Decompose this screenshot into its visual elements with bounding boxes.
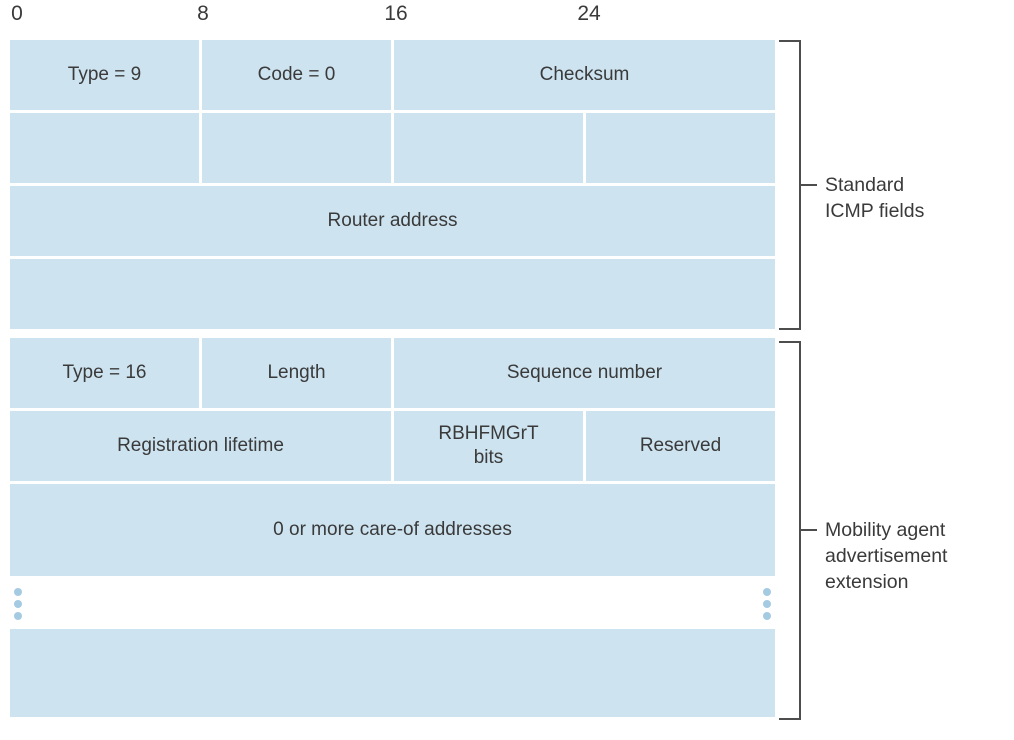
continuation-row — [10, 579, 775, 629]
field-care-of-addresses: 0 or more care-of addresses — [10, 484, 775, 576]
table-row: 0 or more care-of addresses — [10, 484, 775, 576]
table-row: Type = 9 Code = 0 Checksum — [10, 40, 775, 110]
field-length: Length — [202, 338, 391, 408]
dot-icon — [14, 612, 22, 620]
table-row: Type = 16 Length Sequence number — [10, 338, 775, 408]
field-unused — [10, 629, 775, 717]
field-unused — [394, 113, 583, 183]
bracket-mobility-extension — [779, 341, 801, 720]
field-code-0: Code = 0 — [202, 40, 391, 110]
table-row — [10, 629, 775, 717]
bit-label-16: 16 — [384, 2, 408, 25]
section-standard-icmp: Type = 9 Code = 0 Checksum Router addres… — [10, 40, 775, 329]
field-rbhfmgrt-bits: RBHFMGrT bits — [394, 411, 583, 481]
bracket-standard-icmp — [779, 40, 801, 330]
field-registration-lifetime: Registration lifetime — [10, 411, 391, 481]
field-checksum: Checksum — [394, 40, 775, 110]
label-standard-icmp-fields: Standard ICMP fields — [825, 174, 925, 222]
bracket-tick — [799, 529, 817, 531]
field-unused — [10, 259, 775, 329]
dot-icon — [14, 600, 22, 608]
field-reserved: Reserved — [586, 411, 775, 481]
dot-icon — [763, 600, 771, 608]
bit-label-24: 24 — [577, 2, 601, 25]
label-mobility-agent-extension: Mobility agent advertisement extension — [825, 519, 948, 593]
field-sequence-number: Sequence number — [394, 338, 775, 408]
section-mobility-extension: Type = 16 Length Sequence number Registr… — [10, 338, 775, 717]
field-router-address: Router address — [10, 186, 775, 256]
dot-icon — [763, 612, 771, 620]
dot-icon — [14, 588, 22, 596]
field-unused — [10, 113, 199, 183]
field-type-9: Type = 9 — [10, 40, 199, 110]
table-row: Router address — [10, 186, 775, 256]
field-unused — [586, 113, 775, 183]
table-row — [10, 113, 775, 183]
dot-icon — [763, 588, 771, 596]
ellipsis-dots-left-icon — [14, 588, 22, 620]
bit-label-0: 0 — [11, 2, 23, 25]
bracket-tick — [799, 184, 817, 186]
table-row — [10, 259, 775, 329]
packet-table: Type = 9 Code = 0 Checksum Router addres… — [10, 40, 775, 720]
bit-label-8: 8 — [197, 2, 209, 25]
ellipsis-dots-right-icon — [763, 588, 771, 620]
table-row: Registration lifetime RBHFMGrT bits Rese… — [10, 411, 775, 481]
field-unused — [202, 113, 391, 183]
field-type-16: Type = 16 — [10, 338, 199, 408]
